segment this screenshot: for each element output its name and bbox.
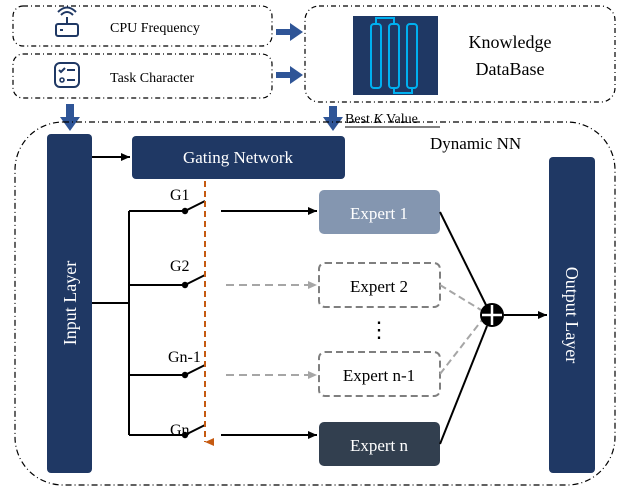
switch-blade (184, 424, 206, 436)
input-layer-label: Input Layer (60, 261, 80, 345)
switch-blade (184, 200, 206, 212)
task-to-db-arrow (276, 66, 303, 84)
cpu-frequency-box: CPU Frequency (12, 5, 273, 47)
switch-blade (184, 364, 206, 376)
dynamic-nn-label: Dynamic NN (430, 134, 521, 153)
gating-network-label: Gating Network (183, 148, 294, 167)
checklist-icon (54, 62, 80, 88)
input-layer-box (47, 134, 92, 473)
ellipsis: ⋮ (368, 317, 390, 342)
db-to-gating-arrow (323, 106, 343, 131)
cpu-frequency-label: CPU Frequency (110, 21, 200, 36)
gate-label: G2 (170, 258, 190, 275)
gate-label: Gn-1 (168, 349, 201, 366)
expert2-to-sum (439, 284, 482, 311)
output-layer-box (549, 157, 595, 473)
task-character-label: Task Character (110, 71, 194, 86)
switch-blade (184, 274, 206, 286)
task-character-box: Task Character (12, 53, 273, 99)
dynamic-nn-container (14, 121, 616, 486)
branch-1: G1 (129, 187, 317, 215)
inputs-to-nn-arrow (60, 104, 80, 131)
branch-4: Gn (129, 422, 317, 439)
expert-n-box: Expert n (319, 422, 440, 466)
expert-label: Expert 2 (350, 277, 408, 296)
expert-2-box: Expert 2 (318, 262, 441, 308)
database-columns-icon (353, 16, 438, 95)
router-icon (55, 6, 79, 37)
best-k-label: Best K Value (345, 112, 418, 127)
branch-2: G2 (129, 258, 317, 289)
knowledge-label: Knowledge (469, 32, 552, 52)
expert-n-1-box: Expert n-1 (318, 351, 441, 397)
knowledge-database-box: Knowledge DataBase (304, 5, 616, 103)
combine-plus-icon (480, 303, 504, 327)
expert-1-box: Expert 1 (319, 190, 440, 234)
expertn1-to-sum (439, 319, 483, 375)
expertn-to-sum (439, 325, 488, 445)
database-label: DataBase (476, 59, 545, 79)
gating-network-box (132, 136, 345, 179)
gate-label: G1 (170, 187, 190, 204)
cpu-to-db-arrow (276, 23, 303, 41)
expert-label: Expert n (350, 436, 409, 455)
expert-label: Expert 1 (350, 204, 408, 223)
branch-3: Gn-1 (129, 349, 317, 379)
expert-label: Expert n-1 (343, 366, 415, 385)
gate-label: Gn (170, 422, 190, 439)
output-layer-label: Output Layer (562, 267, 582, 363)
expert1-to-sum (439, 211, 487, 306)
